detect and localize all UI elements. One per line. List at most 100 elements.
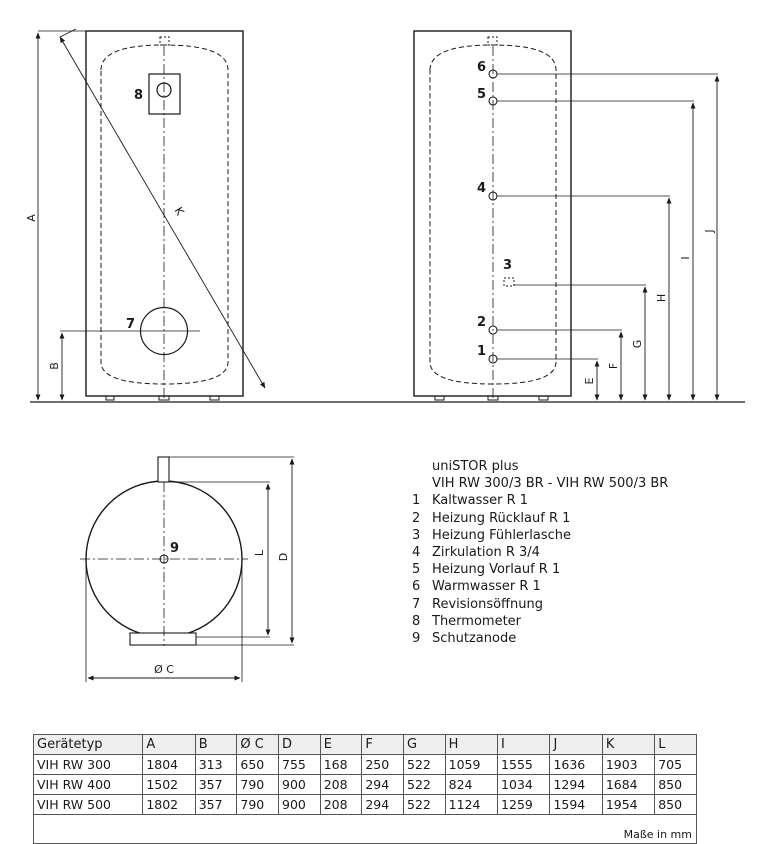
table-cell: 824 [444, 774, 499, 795]
table-cell: 1059 [444, 754, 499, 775]
legend-item: 7 Revisionsöffnung [412, 596, 668, 613]
legend-item-text: Revisionsöffnung [432, 596, 543, 612]
legend-item-number: 4 [412, 545, 421, 561]
label-D: D [277, 553, 290, 561]
legend-item-number: 7 [412, 596, 421, 612]
label-H: H [655, 294, 668, 302]
legend-item-number: 6 [412, 579, 421, 595]
side-tank-body [413, 30, 572, 397]
table-cell: 850 [654, 794, 697, 815]
table-cell: 705 [654, 754, 697, 775]
table-cell: 790 [236, 794, 280, 815]
table-cell: 357 [194, 774, 238, 795]
legend-subtitle: VIH RW 300/3 BR - VIH RW 500/3 BR [432, 476, 669, 492]
table-header-cell: Ø C [236, 734, 280, 755]
table-header-cell: I [497, 734, 551, 755]
table-header-cell: J [549, 734, 603, 755]
legend-item-text: Zirkulation R 3/4 [432, 545, 540, 561]
label-9: 9 [170, 541, 179, 556]
table-cell: 1594 [549, 794, 603, 815]
table-cell: 1636 [549, 754, 603, 775]
label-B: B [48, 362, 61, 370]
label-A: A [25, 214, 38, 222]
front-top-connector [159, 36, 170, 46]
table-cell: 1502 [142, 774, 196, 795]
legend-item: 3 Heizung Fühlerlasche [412, 527, 668, 544]
legend-item-number: 3 [412, 527, 421, 543]
table-cell: 313 [194, 754, 238, 775]
table-cell: 357 [194, 794, 238, 815]
units-note: Maße in mm [33, 814, 697, 844]
table-cell: 1294 [549, 774, 603, 795]
label-1: 1 [477, 344, 486, 359]
label-C: Ø C [154, 663, 174, 676]
front-foot-left [105, 396, 115, 401]
front-view [30, 28, 745, 403]
table-cell: VIH RW 400 [32, 774, 144, 795]
label-3: 3 [503, 258, 512, 273]
dim-K-line [59, 36, 266, 389]
legend-item-text: Heizung Rücklauf R 1 [432, 510, 571, 526]
top-nozzle [157, 456, 170, 483]
side-inner-vessel [429, 44, 557, 385]
table-cell: 755 [278, 754, 321, 775]
table-cell: 522 [403, 794, 446, 815]
legend-item-number: 9 [412, 631, 421, 647]
label-K: K [172, 205, 187, 218]
table-header-cell: F [361, 734, 404, 755]
table-header-cell: E [319, 734, 363, 755]
legend-item-text: Heizung Fühlerlasche [432, 527, 572, 543]
thermometer-box [148, 73, 181, 115]
table-header-cell: B [194, 734, 238, 755]
table-header-cell: D [278, 734, 321, 755]
table-cell: 294 [361, 794, 404, 815]
table-cell: 1124 [444, 794, 499, 815]
table-cell: 208 [319, 774, 363, 795]
front-foot-right [209, 396, 220, 401]
table-cell: 168 [319, 754, 363, 775]
table-cell: 208 [319, 794, 363, 815]
table-cell: 294 [361, 774, 404, 795]
table-cell: 522 [403, 754, 446, 775]
legend-item-text: Heizung Vorlauf R 1 [432, 562, 561, 578]
table-cell: VIH RW 300 [32, 754, 144, 775]
table-header-cell: A [142, 734, 196, 755]
front-inner-vessel [100, 44, 229, 385]
label-E: E [583, 377, 596, 384]
front-foot-center [158, 396, 170, 401]
legend-item-number: 8 [412, 613, 421, 629]
table-cell: 1684 [601, 774, 656, 795]
table-cell: 1802 [142, 794, 196, 815]
label-J: J [703, 229, 716, 233]
legend-item-text: Warmwasser R 1 [432, 579, 541, 595]
label-I: I [679, 256, 692, 259]
table-cell: 900 [278, 774, 321, 795]
label-L: L [253, 549, 266, 556]
bottom-nozzle [129, 632, 197, 646]
technical-drawing: 8 7 A B K 6 5 [25, 28, 745, 682]
table-header-cell: H [444, 734, 499, 755]
table-cell: VIH RW 500 [32, 794, 144, 815]
table-cell: 1954 [601, 794, 656, 815]
table-cell: 1259 [497, 794, 551, 815]
label-F: F [607, 363, 620, 369]
connection-3 [503, 277, 515, 287]
legend-item-number: 2 [412, 510, 421, 526]
side-view [413, 30, 720, 401]
label-6: 6 [477, 60, 486, 75]
table-cell: 1804 [142, 754, 196, 775]
table-cell: 1555 [497, 754, 551, 775]
legend: uniSTOR plus VIH RW 300/3 BR - VIH RW 50… [412, 458, 668, 647]
label-2: 2 [477, 315, 486, 330]
table-footer-row: Maße in mm [33, 814, 697, 844]
table-cell: 790 [236, 774, 280, 795]
